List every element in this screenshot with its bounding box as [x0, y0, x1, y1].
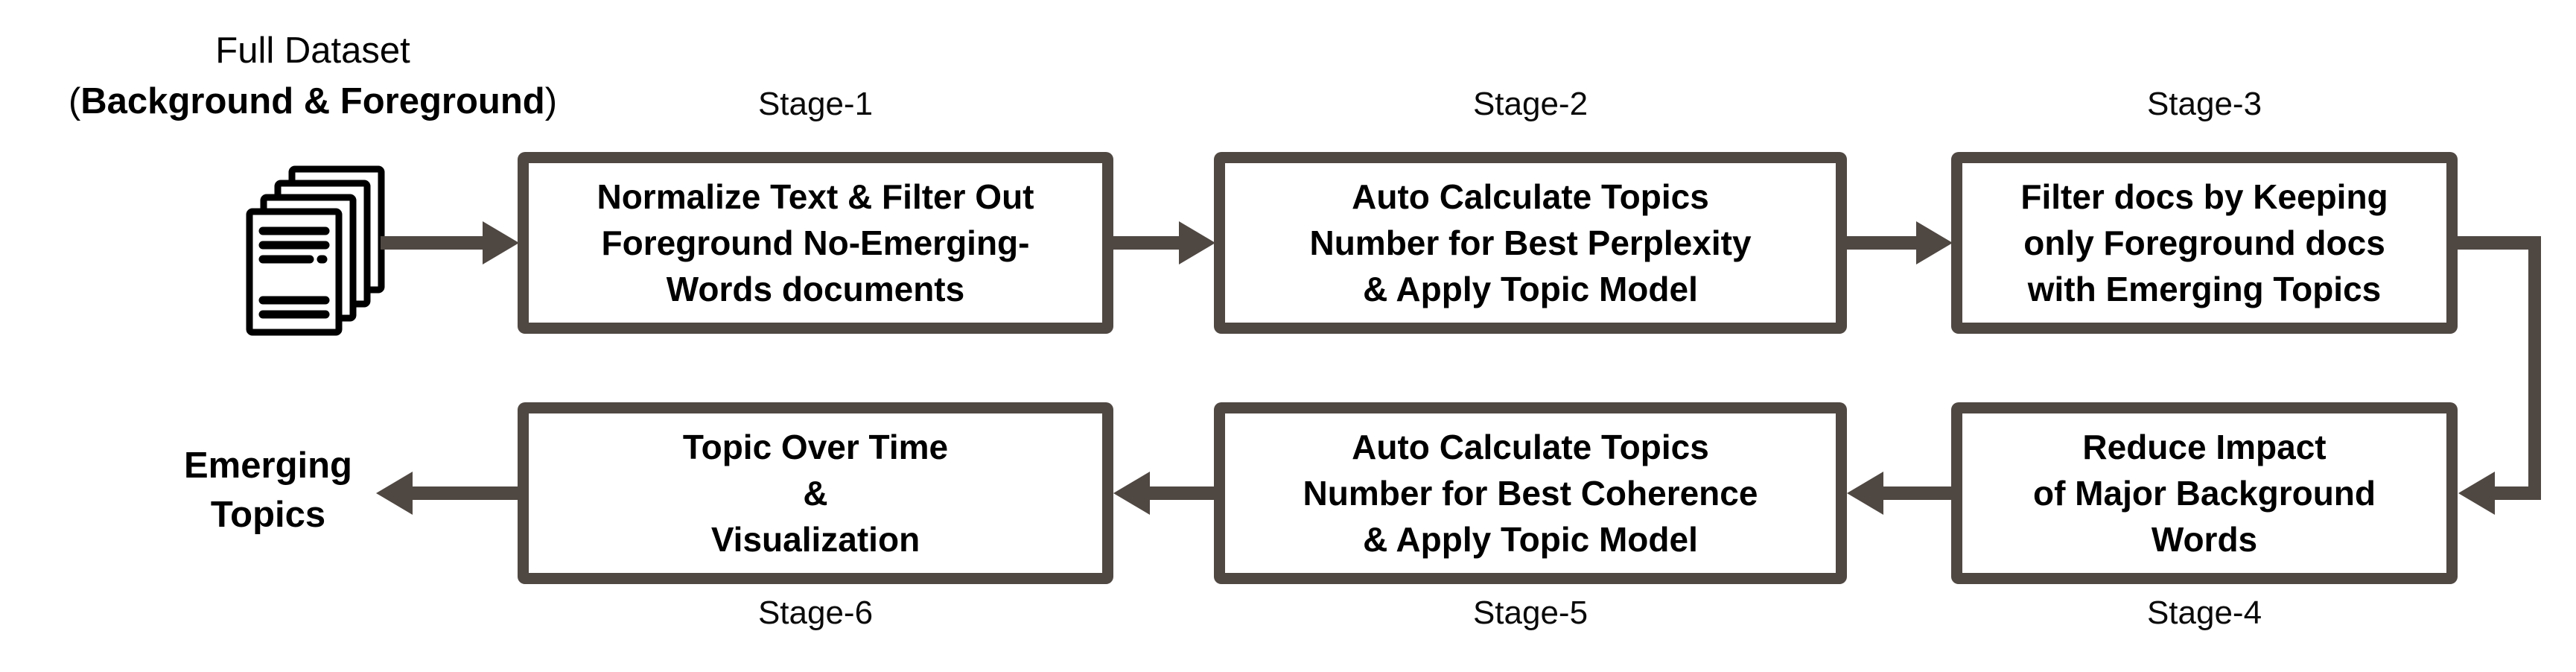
stage-5-text-line: Auto Calculate Topics	[1352, 428, 1709, 466]
dataset-subtitle-bold: Background & Foreground	[80, 81, 545, 121]
stage-6-label: Stage-6	[757, 595, 874, 631]
stage-4-box: Reduce Impact of Major Background Words	[1951, 402, 2458, 584]
arrow-head-left-icon	[1847, 472, 1883, 515]
stage-1-text-line: Foreground No-Emerging-	[601, 224, 1030, 262]
stage-4-label: Stage-4	[2146, 595, 2262, 631]
stage-2-text-line: & Apply Topic Model	[1363, 270, 1698, 308]
stage-4-text-line: Words	[2151, 520, 2258, 559]
connector-segment	[2528, 236, 2541, 500]
arrow-head-left-icon	[1113, 472, 1150, 515]
arrow-shaft	[381, 236, 485, 250]
arrow-shaft	[1112, 236, 1181, 250]
stage-3-box: Filter docs by Keeping only Foreground d…	[1951, 152, 2458, 334]
stage-6-box: Topic Over Time & Visualization	[518, 402, 1113, 584]
stage-1-box: Normalize Text & Filter Out Foreground N…	[518, 152, 1113, 334]
stage-6-text-line: &	[803, 474, 828, 513]
arrow-shaft	[1882, 486, 1953, 500]
arrow-shaft	[1148, 486, 1215, 500]
dataset-subtitle: (Background & Foreground)	[45, 76, 581, 127]
stage-5-text-line: & Apply Topic Model	[1363, 520, 1698, 559]
arrow-head-left-icon	[376, 472, 413, 515]
emerging-topics-label: Emerging Topics	[119, 441, 417, 539]
arrow-head-right-icon	[1916, 221, 1953, 264]
stage-6-text-line: Topic Over Time	[682, 428, 949, 466]
stage-1-text-line: Words documents	[666, 270, 965, 308]
stage-6-text-line: Visualization	[710, 520, 920, 559]
stage-2-label: Stage-2	[1472, 86, 1588, 122]
stage-2-text-line: Auto Calculate Topics	[1352, 177, 1709, 216]
arrow-head-right-icon	[1179, 221, 1215, 264]
arrow-head-right-icon	[483, 221, 519, 264]
stage-3-label: Stage-3	[2146, 86, 2262, 122]
stage-5-text-line: Number for Best Coherence	[1303, 474, 1758, 513]
dataset-label: Full Dataset (Background & Foreground)	[45, 25, 581, 127]
stage-1-label: Stage-1	[757, 86, 874, 122]
stage-3-text-line: only Foreground docs	[2023, 224, 2385, 262]
stage-3-text-line: with Emerging Topics	[2027, 270, 2382, 308]
stage-5-box: Auto Calculate Topics Number for Best Co…	[1214, 402, 1847, 584]
stage-4-text-line: of Major Background	[2032, 474, 2376, 513]
output-label-line: Topics	[210, 495, 326, 535]
stage-3-text-line: Filter docs by Keeping	[2020, 177, 2388, 216]
paren-close: )	[544, 81, 558, 121]
connector-segment	[2491, 486, 2541, 500]
output-label-line: Emerging	[184, 446, 352, 486]
stage-1-text-line: Normalize Text & Filter Out	[597, 177, 1034, 216]
arrow-shaft	[1845, 236, 1918, 250]
arrow-head-left-icon	[2458, 472, 2495, 515]
dataset-title: Full Dataset	[215, 31, 410, 71]
stage-2-text-line: Number for Best Perplexity	[1309, 224, 1752, 262]
arrow-shaft	[411, 486, 519, 500]
stage-5-label: Stage-5	[1472, 595, 1588, 631]
paren-open: (	[68, 81, 81, 121]
stage-2-box: Auto Calculate Topics Number for Best Pe…	[1214, 152, 1847, 334]
documents-stack-icon	[246, 165, 385, 336]
stage-4-text-line: Reduce Impact	[2082, 428, 2327, 466]
connector-segment	[2456, 236, 2541, 250]
